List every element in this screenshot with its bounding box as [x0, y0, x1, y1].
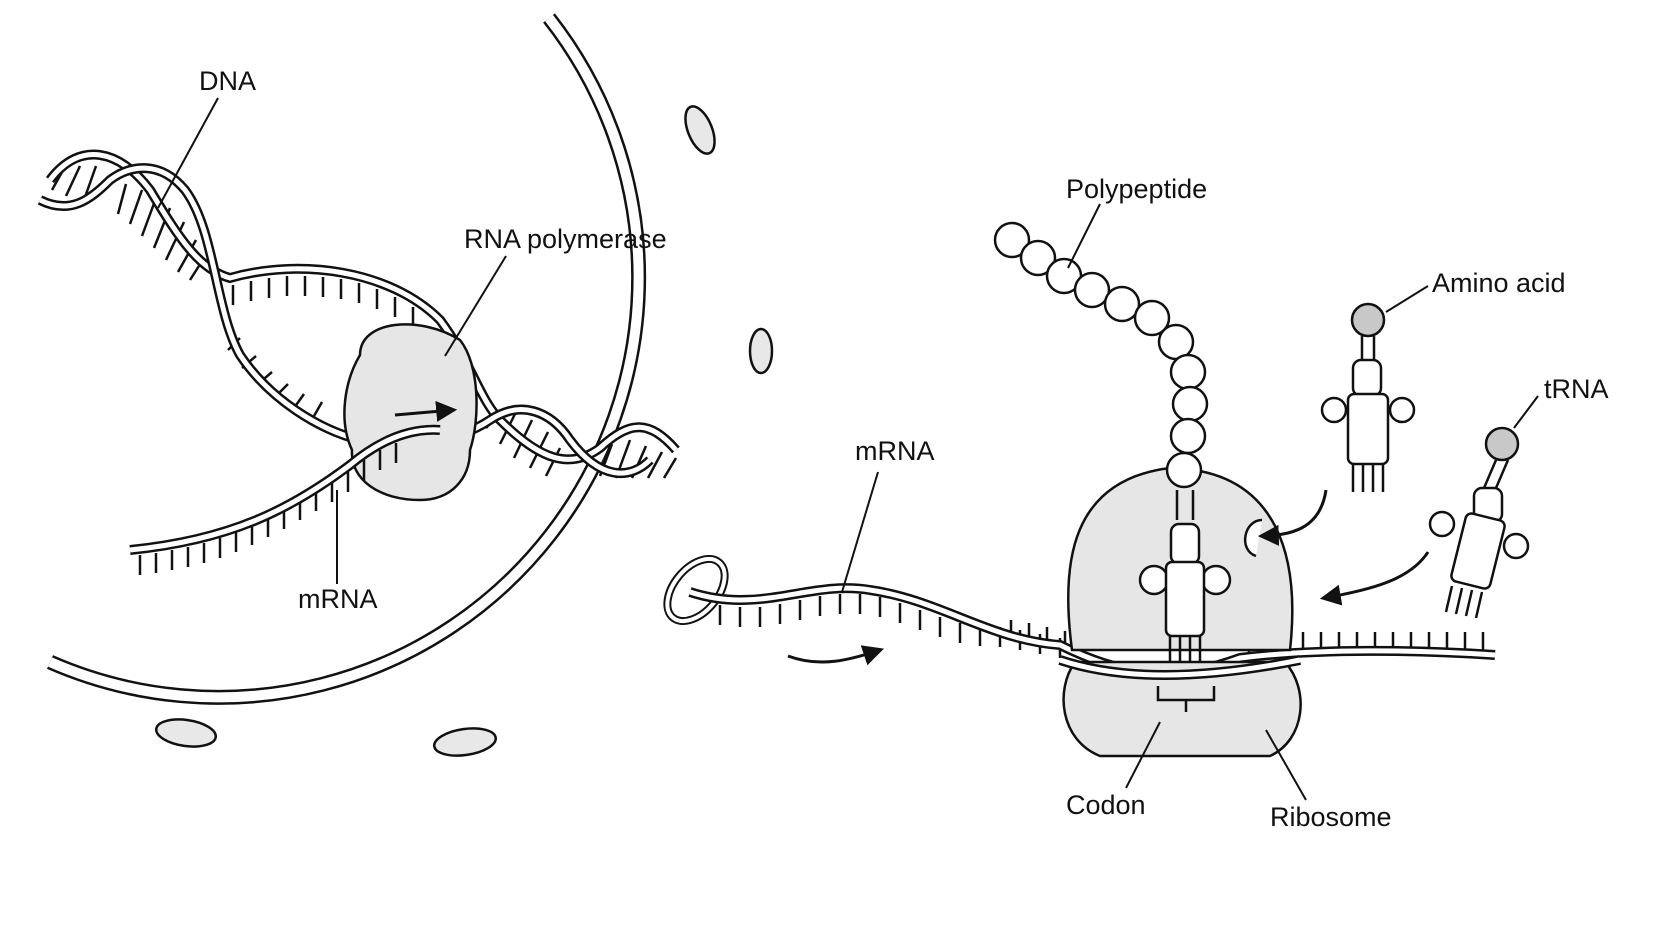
- nuclear-pore: [154, 718, 218, 748]
- trna-in-ribosome: [1138, 490, 1232, 662]
- free-trna-lower: [1428, 426, 1530, 619]
- label-mrna-cytoplasm: mRNA: [855, 436, 935, 466]
- label-mrna-nucleus: mRNA: [298, 584, 378, 614]
- arrow-icon: [1257, 489, 1328, 546]
- arrow-icon: [1319, 551, 1430, 606]
- label-trna: tRNA: [1544, 374, 1609, 404]
- ribosome-small-subunit: [1062, 660, 1302, 758]
- rna-polymerase: [343, 323, 478, 502]
- label-dna: DNA: [199, 66, 256, 96]
- nuclear-pore: [684, 105, 716, 155]
- free-trna-upper: [1320, 302, 1416, 492]
- label-rna-polymerase: RNA polymerase: [464, 224, 667, 254]
- mrna-nucleus-strand: [129, 424, 441, 575]
- labels: DNA RNA polymerase mRNA mRNA Polypeptide…: [199, 66, 1609, 832]
- label-amino-acid: Amino acid: [1432, 268, 1566, 298]
- nuclear-pore: [748, 327, 774, 375]
- label-polypeptide: Polypeptide: [1066, 174, 1207, 204]
- polypeptide-chain: [993, 221, 1209, 489]
- label-codon: Codon: [1066, 790, 1146, 820]
- nuclear-envelope: [46, 13, 774, 757]
- label-ribosome: Ribosome: [1270, 802, 1392, 832]
- nuclear-pore: [432, 727, 498, 757]
- codon-bracket: [1156, 686, 1216, 712]
- arrow-icon: [787, 645, 884, 666]
- dna-double-helix: [37, 149, 680, 479]
- process-arrows: [787, 489, 1430, 666]
- leader-lines: [157, 97, 1539, 801]
- nuclear-pores: [154, 105, 774, 757]
